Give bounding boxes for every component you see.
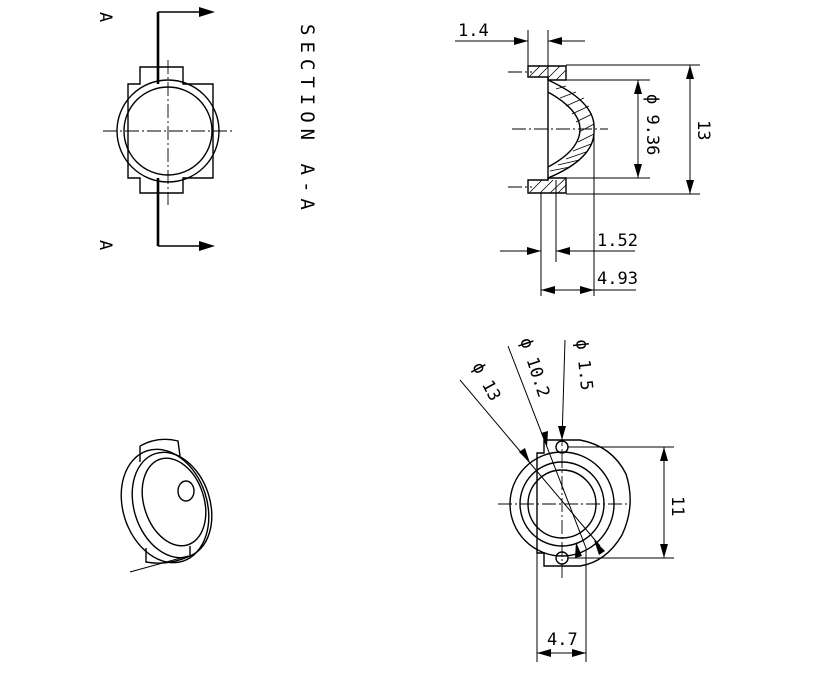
dim-11-label: 11: [667, 496, 687, 516]
front-view-outline: [127, 66, 214, 194]
dim-4-7: 4.7: [536, 548, 587, 662]
dim-1-4: 1.4: [455, 21, 585, 78]
dim-dia-13-label: ϕ 13: [468, 359, 505, 405]
bottom-view: ϕ 13 ϕ 10.2 ϕ 1.5 11 4.7: [459, 335, 687, 662]
section-hatching: [529, 65, 595, 194]
iso-ring-face: [131, 451, 213, 559]
dim-13-label: 13: [693, 120, 713, 140]
iso-dome: [141, 457, 207, 547]
dim-dia-10-2-label: ϕ 10.2: [515, 335, 553, 400]
cut-label-bottom: A: [95, 240, 115, 250]
dim-dia-9-36: ϕ 9.36: [566, 79, 662, 179]
dim-dia-1-5-label: ϕ 1.5: [571, 338, 596, 391]
dim-1-52-label: 1.52: [597, 231, 638, 251]
iso-bottom-tab: [145, 546, 191, 564]
dim-4-93-label: 4.93: [597, 269, 638, 289]
dim-11: 11: [568, 446, 687, 559]
dim-1-52: 1.52: [500, 129, 638, 296]
dim-dia-9-36-label: ϕ 9.36: [642, 94, 662, 155]
cut-arrow-top-head: [199, 7, 215, 17]
dim-1-4-label: 1.4: [458, 21, 489, 41]
cut-arrow-bottom-head: [199, 241, 215, 251]
dim-4-7-label: 4.7: [547, 630, 578, 650]
iso-top-tab: [139, 438, 181, 457]
iso-axis-line: [129, 555, 189, 573]
section-title: SECTION A-A: [296, 24, 318, 216]
bottom-view-outline: [536, 439, 631, 567]
dim-4-93: 4.93: [541, 269, 638, 294]
cut-label-top: A: [95, 12, 115, 22]
iso-outer-ring: [120, 448, 210, 564]
dim-13-height: 13: [566, 64, 713, 195]
front-view: A A: [95, 7, 232, 251]
section-view: 1.4 ϕ 9.36 13 1: [455, 21, 713, 296]
dia-leaders: [459, 339, 605, 558]
isometric-view: [120, 438, 213, 573]
iso-hole: [177, 480, 195, 502]
